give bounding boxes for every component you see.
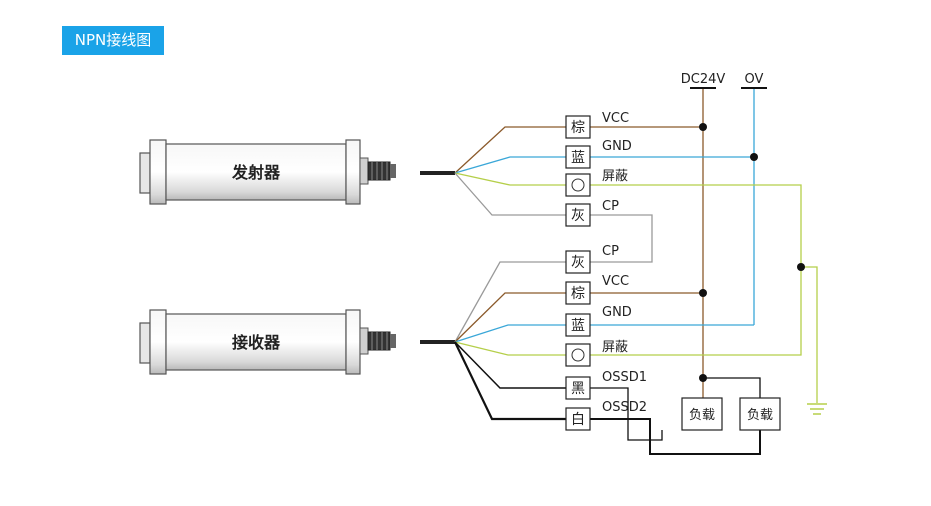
- emitter-terminals: 棕 VCC 蓝 GND 屏蔽 灰 CP: [565, 111, 632, 227]
- emitter-label: 发射器: [231, 163, 281, 182]
- emitter-device: 发射器: [139, 139, 396, 205]
- svg-text:白: 白: [571, 412, 585, 428]
- terminal-gray-emitter: 灰 CP: [565, 199, 619, 227]
- svg-text:屏蔽: 屏蔽: [602, 340, 628, 355]
- svg-text:负载: 负载: [747, 408, 773, 423]
- terminal-gray-receiver: 灰 CP: [565, 244, 619, 274]
- terminal-white-receiver: 白 OSSD2: [565, 400, 647, 431]
- svg-text:GND: GND: [602, 305, 632, 320]
- svg-text:蓝: 蓝: [571, 318, 585, 334]
- terminal-black-receiver: 黑 OSSD1: [565, 370, 647, 400]
- terminal-brown-emitter: 棕 VCC: [565, 111, 629, 139]
- svg-text:灰: 灰: [571, 208, 585, 224]
- svg-text:负载: 负载: [689, 408, 715, 423]
- bus-wiring: [590, 88, 818, 455]
- svg-text:棕: 棕: [571, 286, 585, 302]
- terminal-blue-emitter: 蓝 GND: [565, 139, 632, 169]
- svg-text:GND: GND: [602, 139, 632, 154]
- svg-text:OSSD1: OSSD1: [602, 370, 647, 385]
- receiver-label: 接收器: [232, 333, 281, 352]
- junction-dots: [699, 123, 805, 382]
- dc24v-label: DC24V: [681, 72, 726, 87]
- svg-text:灰: 灰: [571, 255, 585, 271]
- terminal-brown-receiver: 棕 VCC: [565, 274, 629, 305]
- receiver-device: 接收器: [139, 309, 396, 375]
- zero-volt-label: OV: [745, 72, 764, 87]
- diagram-title: NPN接线图: [62, 26, 164, 55]
- load-2: 负载: [739, 397, 781, 431]
- svg-text:黑: 黑: [571, 381, 585, 397]
- receiver-terminals: 灰 CP 棕 VCC 蓝 GND 屏蔽 黑 OSSD1 白 OSSD2: [565, 244, 647, 431]
- emitter-wires: [454, 126, 566, 216]
- terminal-shield-receiver: 屏蔽: [565, 340, 628, 367]
- svg-text:VCC: VCC: [602, 274, 629, 289]
- svg-text:CP: CP: [602, 199, 619, 214]
- svg-text:棕: 棕: [571, 120, 585, 136]
- ground-icon: [807, 403, 827, 415]
- supply-terminals: DC24V OV: [681, 72, 767, 89]
- svg-text:OSSD2: OSSD2: [602, 400, 647, 415]
- svg-text:蓝: 蓝: [571, 150, 585, 166]
- receiver-wires: [454, 261, 566, 421]
- svg-text:屏蔽: 屏蔽: [602, 169, 628, 184]
- load-1: 负载: [681, 397, 723, 431]
- terminal-shield-emitter: 屏蔽: [565, 169, 628, 197]
- svg-text:VCC: VCC: [602, 111, 629, 126]
- svg-text:CP: CP: [602, 244, 619, 259]
- terminal-blue-receiver: 蓝 GND: [565, 305, 632, 337]
